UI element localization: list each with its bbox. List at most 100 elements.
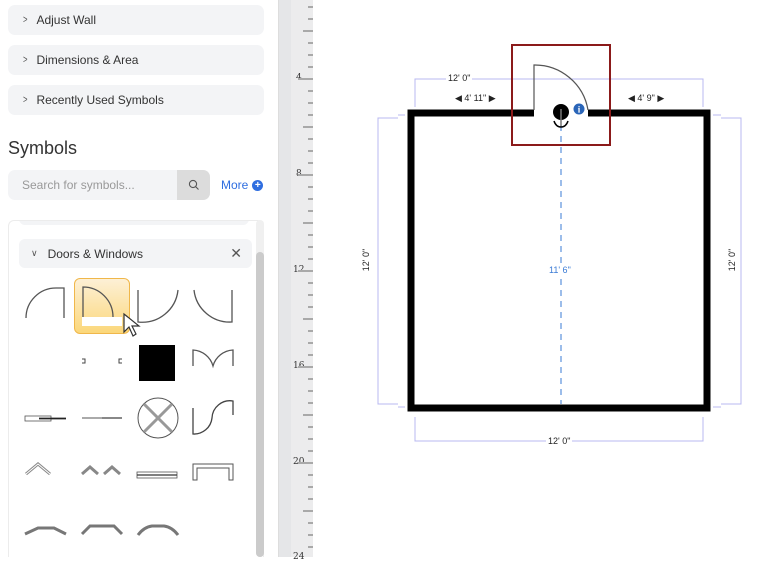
accordion-dimensions-area[interactable]: > Dimensions & Area [8,45,264,75]
selection-box [511,44,611,146]
symbol-bay-window-1[interactable] [18,502,74,558]
ruler-label: 24 [293,552,305,562]
ruler-tick [308,342,313,344]
search-icon [188,179,199,190]
mouse-cursor-icon [123,312,141,337]
symbol-search [8,170,210,200]
vertical-ruler: 4 8 12 16 20 24 [278,0,314,562]
ruler-tick [303,510,313,512]
ruler-tick [308,426,313,428]
chevron-down-icon: ∨ [31,248,38,258]
ruler-tick [308,330,313,332]
symbol-double-bay-angle[interactable] [74,446,130,502]
ruler-tick [308,186,313,188]
ruler-tick [308,114,313,116]
symbol-bow-window[interactable] [130,502,186,558]
ruler-tick [298,78,313,80]
ruler-tick [308,294,313,296]
library-title: Doors & Windows [47,246,143,261]
close-icon[interactable]: ✕ [230,245,242,261]
accordion-recently-used-symbols[interactable]: > Recently Used Symbols [8,85,264,115]
ruler-tick [308,138,313,140]
ruler-tick [308,198,313,200]
symbol-door-swing-down-left[interactable] [130,278,186,334]
ruler-tick [303,318,313,320]
symbol-bay-window-2[interactable] [74,502,130,558]
ruler-tick [308,162,313,164]
dimension-right: 12' 0" [727,246,738,274]
ruler-tick [308,282,313,284]
chevron-right-icon: > [22,54,28,66]
dimension-lines [377,78,742,442]
ruler-tick [308,474,313,476]
info-icon [573,103,585,115]
floorplan-drawing: i [377,44,742,442]
ruler-tick [308,354,313,356]
svg-text:i: i [578,105,581,115]
symbol-bay-angle[interactable] [18,446,74,502]
symbol-circle-x-opening[interactable] [130,390,186,446]
ruler-tick [298,462,313,464]
ruler-tick [303,222,313,224]
ruler-tick [308,522,313,524]
previous-library-edge [19,221,249,225]
ruler-tick [308,306,313,308]
library-scrollbar-thumb[interactable] [256,252,264,557]
symbol-sliding-line[interactable] [74,390,130,446]
symbol-window-double-line[interactable] [130,446,186,502]
ruler-tick [303,126,313,128]
dimension-left: 12' 0" [361,246,372,274]
ruler-tick [308,102,313,104]
symbol-window-frame[interactable] [186,446,242,502]
accordion-label: Adjust Wall [36,13,97,27]
symbol-door-frame-marks[interactable] [74,334,130,390]
ruler-tick [308,390,313,392]
symbol-pocket-door[interactable] [18,390,74,446]
search-input[interactable] [8,170,177,200]
more-symbols-link[interactable]: More + [221,178,264,192]
ruler-tick [308,534,313,536]
symbol-solid-block[interactable] [130,334,186,390]
search-button[interactable] [177,170,210,200]
symbol-double-door[interactable] [186,334,242,390]
ruler-tick [308,6,313,8]
symbol-door-single-swing[interactable] [74,278,130,334]
dimension-top-right: ◀ 4' 9" ▶ [628,93,665,103]
ruler-tick [308,90,313,92]
ruler-tick [308,258,313,260]
floorplan-canvas[interactable]: i 12' 0" ◀ 4' 11" ▶ ◀ 4' 9" ▶ 12' 0" 12'… [313,0,766,557]
ruler-tick [308,234,313,236]
accordion-adjust-wall[interactable]: > Adjust Wall [8,5,264,35]
left-sidebar: > Adjust Wall > Dimensions & Area > Rece… [0,0,278,557]
accordion-label: Dimensions & Area [36,53,139,67]
accordion-label: Recently Used Symbols [36,93,164,107]
ruler-tick [308,66,313,68]
ruler-tick [303,414,313,416]
dimension-bottom: 12' 0" [546,436,573,446]
ruler-tick [308,498,313,500]
chevron-right-icon: > [22,94,28,106]
dimension-top-left: ◀ 4' 11" ▶ [455,93,496,103]
ruler-tick [308,450,313,452]
door-swing-arc [533,64,589,111]
ruler-tick [303,30,313,32]
more-label: More [221,178,249,192]
symbol-door-swing-down-right[interactable] [186,278,242,334]
ruler-tick [308,210,313,212]
ruler-tick [308,486,313,488]
ruler-tick [308,438,313,440]
library-header-doors-windows[interactable]: ∨ Doors & Windows ✕ [19,239,252,268]
ruler-tick [308,246,313,248]
symbol-door-left-swing[interactable] [18,278,74,334]
ruler-tick [308,546,313,548]
symbol-library-panel: ∨ Doors & Windows ✕ [8,220,264,557]
plus-circle-icon: + [252,179,264,191]
ruler-tick [308,42,313,44]
ruler-tick [308,402,313,404]
ruler-tick [308,378,313,380]
ruler-tick [308,54,313,56]
symbol-s-curve-door[interactable] [186,390,242,446]
dimension-center: 11' 6" [547,265,573,275]
ruler-tick [298,366,313,368]
dimension-door-width: 12' 0" [446,73,473,83]
